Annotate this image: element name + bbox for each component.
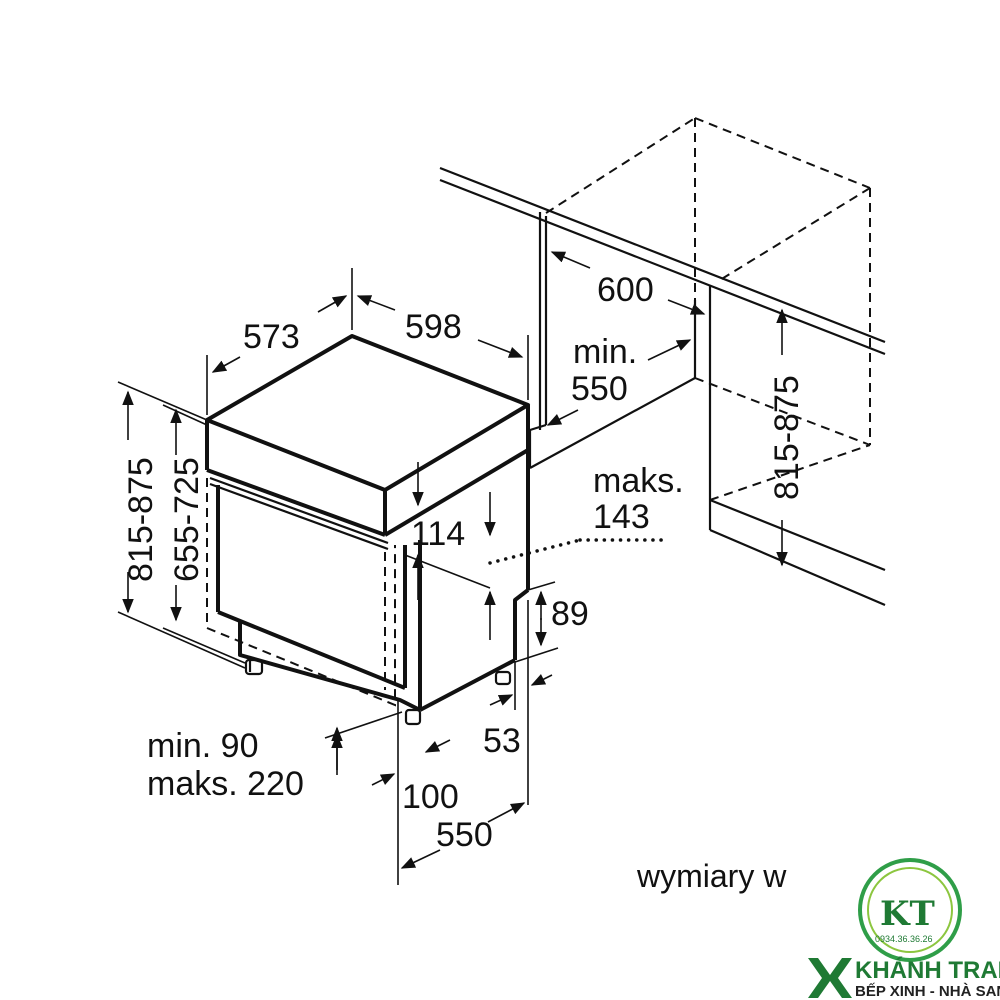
label-550: 550 xyxy=(436,816,493,854)
logo-monogram: KT xyxy=(880,894,935,934)
label-niche-width-line1: min. xyxy=(573,333,637,371)
label-89: 89 xyxy=(551,595,589,633)
label-niche-width-line2: 550 xyxy=(571,370,628,408)
units-note: wymiary w xyxy=(636,858,787,894)
label-height-inner: 655-725 xyxy=(168,457,206,582)
label-plinth-line1: min. 90 xyxy=(147,727,259,765)
dimension-lines xyxy=(117,251,788,885)
label-600: 600 xyxy=(597,271,654,309)
brand-logo: KT 0934.36.36.26 KHÁNH TRANG HOME BẾP XI… xyxy=(808,858,1000,1000)
label-toe-gap-line1: maks. xyxy=(593,462,684,500)
logo-tagline: BẾP XINH - NHÀ SANG xyxy=(855,983,1000,1000)
label-plinth-line2: maks. 220 xyxy=(147,765,304,803)
label-toe-gap-line2: 143 xyxy=(593,498,650,536)
label-114: 114 xyxy=(411,515,465,553)
niche-outline xyxy=(439,117,886,607)
dishwasher-outline xyxy=(205,334,530,726)
label-niche-height: 815-875 xyxy=(768,375,806,500)
label-53: 53 xyxy=(483,722,521,760)
label-598: 598 xyxy=(405,308,462,346)
dimension-labels: 573 598 600 min. 550 815-875 655-725 815… xyxy=(122,271,806,894)
logo-phone: 0934.36.36.26 xyxy=(875,934,933,944)
label-100: 100 xyxy=(402,778,459,816)
label-573: 573 xyxy=(243,318,300,356)
label-height-outer: 815-875 xyxy=(122,457,160,582)
logo-brand: KHÁNH TRANG HOME xyxy=(855,956,1000,984)
